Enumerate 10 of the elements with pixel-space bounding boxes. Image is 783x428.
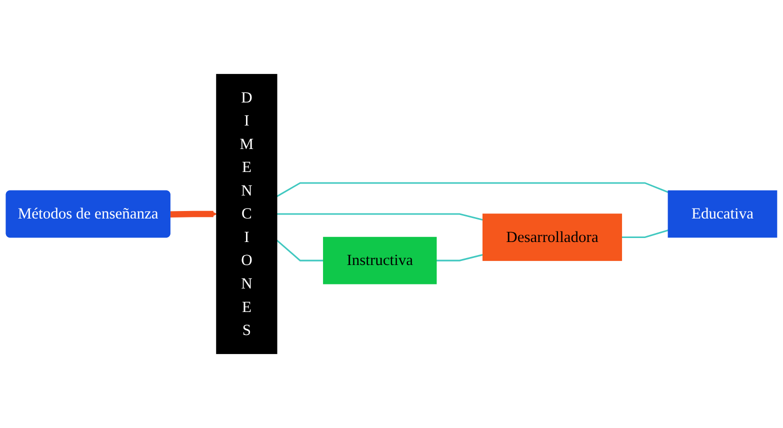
node-box: Desarrolladora <box>482 214 622 261</box>
node-box: Educativa <box>668 190 778 238</box>
node-box: DIMENCIONES <box>216 74 278 354</box>
arrow <box>170 210 217 218</box>
node-box: Instructiva <box>323 236 437 284</box>
connector <box>622 230 668 238</box>
connector <box>276 213 484 221</box>
connector <box>436 254 484 262</box>
connector <box>276 182 668 198</box>
connector <box>276 240 324 262</box>
